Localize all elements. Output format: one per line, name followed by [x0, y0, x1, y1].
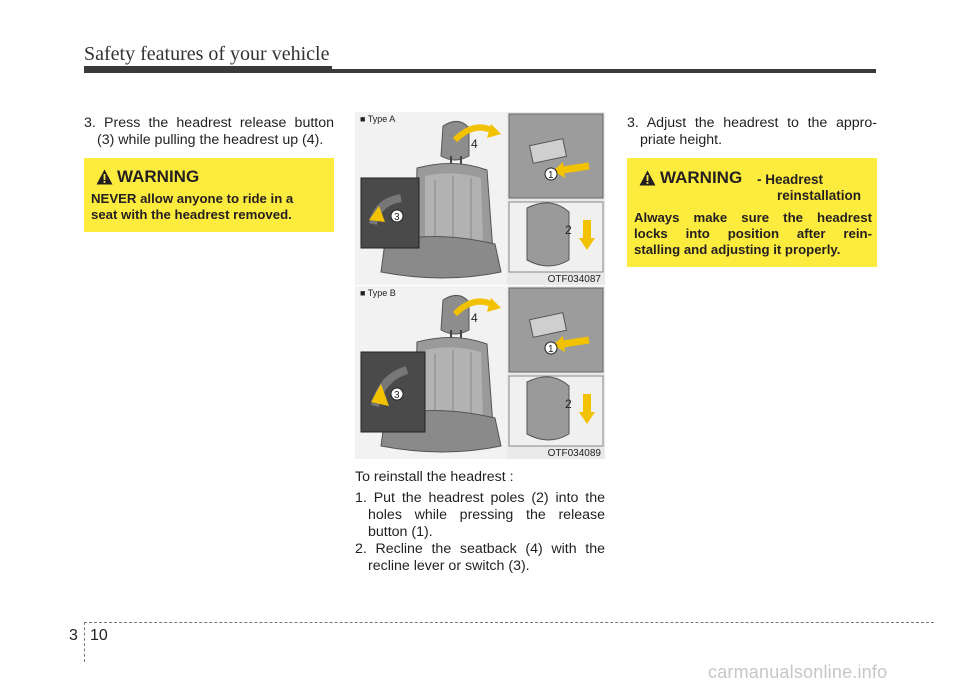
- watermark: carmanualsonline.info: [708, 662, 888, 682]
- step-1-line-3: button (1).: [368, 524, 433, 540]
- type-a-label: ■ Type A: [360, 114, 396, 124]
- figure-b-code: OTF034089: [547, 448, 601, 459]
- step-3r-line-2: priate height.: [640, 132, 723, 148]
- seat-illustration-type-b: 4 1 2 3: [355, 286, 605, 459]
- step-3-line-1: 3. Press the headrest release button: [84, 115, 334, 131]
- callout-1: 1: [548, 344, 554, 355]
- figure-type-a: 4 1 2 3 ■ Type A OTF034087: [355, 112, 605, 285]
- callout-2: 2: [565, 397, 572, 411]
- callout-2: 2: [565, 223, 572, 237]
- warning-body-line-1: Always make sure the headrest: [634, 210, 872, 225]
- callout-3: 3: [394, 212, 400, 223]
- warning-body: Always make sure the headrest locks into…: [634, 210, 872, 258]
- figure-type-b: 4 1 2 3 ■ Type B OTF034089: [355, 286, 605, 459]
- warning-heading: WARNING: [639, 168, 742, 188]
- step-3r-line-1: 3. Adjust the headrest to the appro-: [627, 115, 877, 131]
- section-title: Safety features of your vehicle: [84, 43, 330, 65]
- warning-body: NEVER allow anyone to ride in a seat wit…: [91, 191, 331, 223]
- warning-subtitle-1: - Headrest: [757, 172, 824, 187]
- reinstall-heading: To reinstall the headrest :: [355, 469, 514, 485]
- warning-triangle-icon: [96, 169, 113, 185]
- step-2-line-2: recline lever or switch (3).: [368, 558, 530, 574]
- warning-box-headrest-removed: WARNING NEVER allow anyone to ride in a …: [84, 158, 334, 232]
- step-1-put-poles: 1. Put the headrest poles (2) into the h…: [355, 490, 605, 541]
- callout-4: 4: [471, 311, 478, 325]
- warning-body-line-2: locks into position after rein-: [634, 226, 872, 241]
- callout-1: 1: [548, 170, 554, 181]
- figure-a-code: OTF034087: [547, 274, 601, 285]
- header-rule: [84, 69, 876, 73]
- chapter-number: 3: [69, 627, 78, 644]
- warning-heading: WARNING: [96, 167, 199, 187]
- step-2-recline: 2. Recline the seatback (4) with the rec…: [355, 541, 605, 575]
- page-number: 10: [90, 627, 108, 644]
- warning-box-headrest-reinstallation: WARNING - Headrest reinstallation Always…: [627, 158, 877, 267]
- callout-3: 3: [394, 390, 400, 401]
- step-3-press-release: 3. Press the headrest release button (3)…: [84, 115, 334, 149]
- warning-title: WARNING: [117, 167, 200, 186]
- warning-title: WARNING: [660, 168, 743, 187]
- callout-4: 4: [471, 137, 478, 151]
- warning-body-line-3: stalling and adjusting it properly.: [634, 242, 841, 257]
- step-3-adjust-height: 3. Adjust the headrest to the appro- pri…: [627, 115, 877, 149]
- step-1-line-1: 1. Put the headrest poles (2) into the: [355, 490, 605, 506]
- footer-rule: [84, 622, 934, 623]
- step-1-line-2: holes while pressing the release: [368, 507, 605, 523]
- warning-body-line-2: seat with the headrest removed.: [91, 207, 292, 222]
- warning-triangle-icon: [639, 170, 656, 186]
- seat-illustration-type-a: 4 1 2 3: [355, 112, 605, 285]
- warning-body-line-1: NEVER allow anyone to ride in a: [91, 191, 294, 206]
- type-b-label: ■ Type B: [360, 288, 396, 298]
- header-rule-accent: [84, 66, 332, 73]
- step-3-line-2: (3) while pulling the headrest up (4).: [97, 132, 324, 148]
- warning-subtitle-2: reinstallation: [777, 188, 862, 203]
- step-2-line-1: 2. Recline the seatback (4) with the: [355, 541, 605, 557]
- footer-divider: [84, 622, 85, 662]
